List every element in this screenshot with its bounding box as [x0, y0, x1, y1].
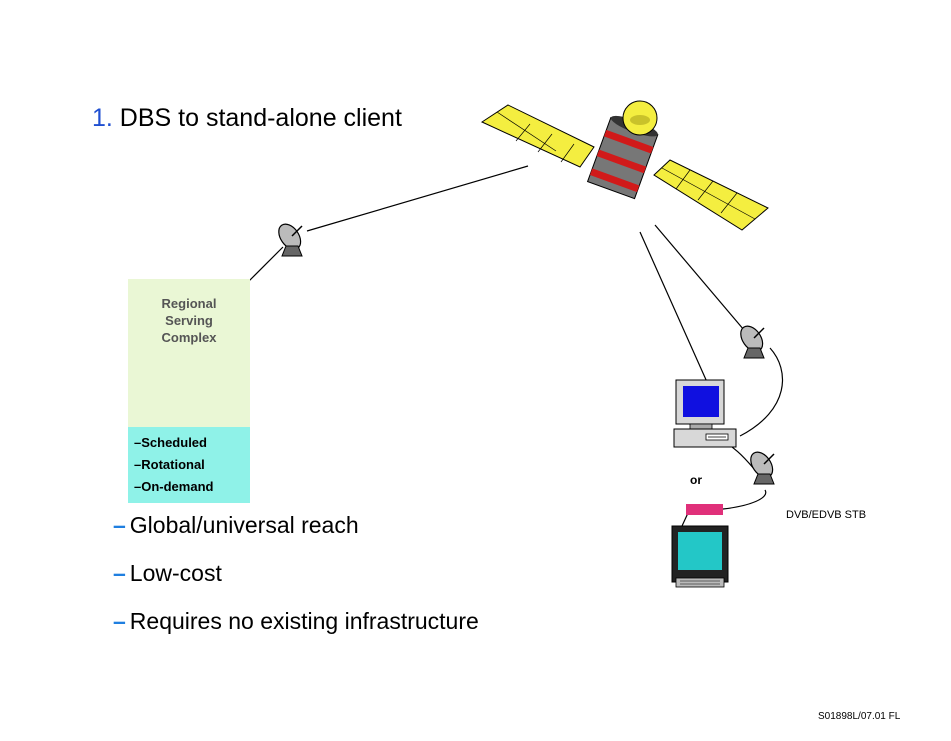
cable-stb-to-tv — [681, 512, 689, 527]
heading-number: 1. — [92, 104, 113, 132]
regional-complex-box — [128, 279, 250, 427]
or-label: or — [690, 473, 702, 487]
bullet-item: –Global/universal reach — [113, 512, 359, 538]
bullet-list: –Global/universal reach –Low-cost –Requi… — [113, 510, 479, 654]
uplink-dish-icon — [278, 223, 303, 257]
page-heading: 1. DBS to stand-alone client — [92, 104, 402, 133]
service-item: –Scheduled — [134, 435, 207, 450]
satellite-icon — [480, 100, 769, 231]
dish-to-complex-line — [247, 246, 284, 283]
pc-screen — [683, 386, 719, 417]
tv-screen — [678, 532, 722, 570]
downlink-line-dish — [654, 224, 745, 331]
uplink-line — [306, 165, 529, 232]
bullet-item: –Requires no existing infrastructure — [113, 608, 479, 634]
pc-base — [673, 428, 737, 448]
pc-client-icon — [673, 379, 737, 448]
footer-code: S01898L/07.01 FL — [818, 711, 901, 722]
services-list: –Scheduled –Rotational –On-demand — [134, 432, 213, 498]
regional-complex-label: Regional Serving Complex — [161, 296, 217, 345]
heading-text: DBS to stand-alone client — [112, 104, 402, 132]
services-box — [128, 427, 250, 503]
receiver-dish-icon — [740, 325, 765, 359]
receiver-dish-2-icon — [750, 451, 775, 485]
tv-client-icon — [671, 525, 729, 588]
connection-lines — [247, 165, 784, 527]
bullet-item: –Low-cost — [113, 560, 222, 586]
cable-dish2-to-stb — [722, 489, 767, 510]
service-item: –Rotational — [134, 457, 205, 472]
downlink-line-pc — [639, 231, 708, 383]
service-item: –On-demand — [134, 479, 214, 494]
stb-device-icon — [686, 504, 723, 515]
solar-panel-left — [480, 104, 595, 168]
cable-dish-to-pc — [739, 347, 784, 437]
stb-label: DVB/EDVB STB — [786, 509, 867, 521]
